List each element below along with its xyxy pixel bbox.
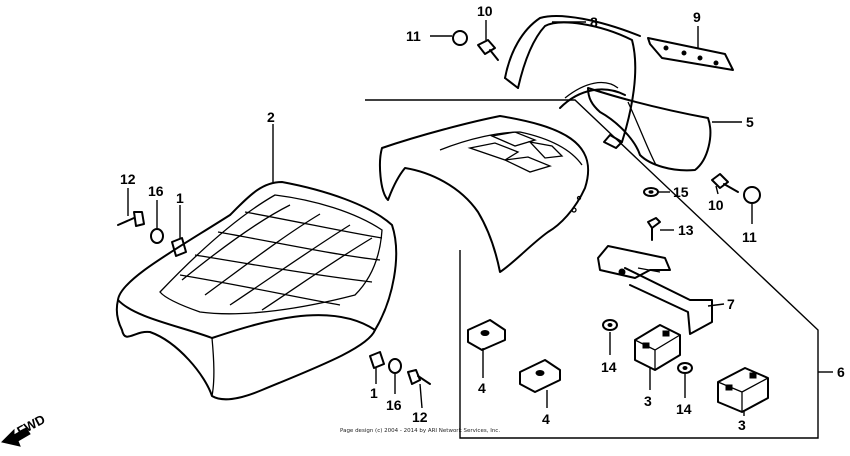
callout-1b: 1 <box>370 385 378 401</box>
bolt-10-left <box>477 39 499 61</box>
cushion-4-lower <box>519 359 561 393</box>
callout-12a: 12 <box>120 171 136 187</box>
leader-7 <box>707 303 725 307</box>
bolt-10-right <box>711 173 739 193</box>
cap-nut-11-left <box>452 30 468 46</box>
callout-10a: 10 <box>477 3 493 19</box>
callout-16a: 16 <box>148 183 164 199</box>
callout-10b: 10 <box>708 197 724 213</box>
washer-16-lower <box>388 358 402 374</box>
callout-4a: 4 <box>478 380 486 396</box>
callout-6: 6 <box>837 364 845 380</box>
callout-4b: 4 <box>542 411 550 427</box>
cap-nut-11-right <box>743 186 761 204</box>
callout-3b: 3 <box>738 417 746 433</box>
fwd-label: FWD <box>14 412 47 439</box>
grab-rail <box>504 15 641 149</box>
callout-1a: 1 <box>176 190 184 206</box>
washer-15 <box>643 187 659 197</box>
callout-14a: 14 <box>601 359 617 375</box>
callout-9: 9 <box>693 9 701 25</box>
callout-7: 7 <box>727 296 735 312</box>
copyright-text: Page design (c) 2004 - 2014 by ARI Netwo… <box>340 428 500 434</box>
callout-5: 5 <box>746 114 754 130</box>
fwd-arrow-icon <box>1 427 31 447</box>
grommet-14-lower <box>677 362 693 374</box>
grommet-14-upper <box>602 319 618 331</box>
bolt-12-upper <box>117 211 145 227</box>
seat-bracket <box>597 245 713 335</box>
washer-16-upper <box>150 228 164 244</box>
callout-11a: 11 <box>406 28 421 44</box>
collar-1-lower <box>369 351 385 369</box>
callout-3a: 3 <box>644 393 652 409</box>
callout-8: 8 <box>590 14 598 30</box>
rubber-block-3-lower <box>717 367 769 413</box>
assembly-bracket <box>365 99 819 439</box>
main-seat <box>115 181 398 401</box>
leader-12b <box>419 383 423 409</box>
screw-13 <box>647 217 661 241</box>
callout-15: 15 <box>673 184 689 200</box>
callout-12b: 12 <box>412 409 428 425</box>
callout-13: 13 <box>678 222 694 238</box>
leader-10b <box>715 185 719 195</box>
rear-cowl <box>379 115 590 273</box>
callout-16b: 16 <box>386 397 402 413</box>
collar-1-upper <box>171 237 187 257</box>
callout-14b: 14 <box>676 401 692 417</box>
rubber-block-3-upper <box>634 324 681 371</box>
callout-2: 2 <box>267 109 275 125</box>
garnish-strip <box>647 37 734 71</box>
callout-11b: 11 <box>742 229 757 245</box>
fwd-indicator: FWD <box>1 412 48 447</box>
cushion-4-upper <box>467 319 506 351</box>
bolt-12-lower <box>407 369 431 385</box>
